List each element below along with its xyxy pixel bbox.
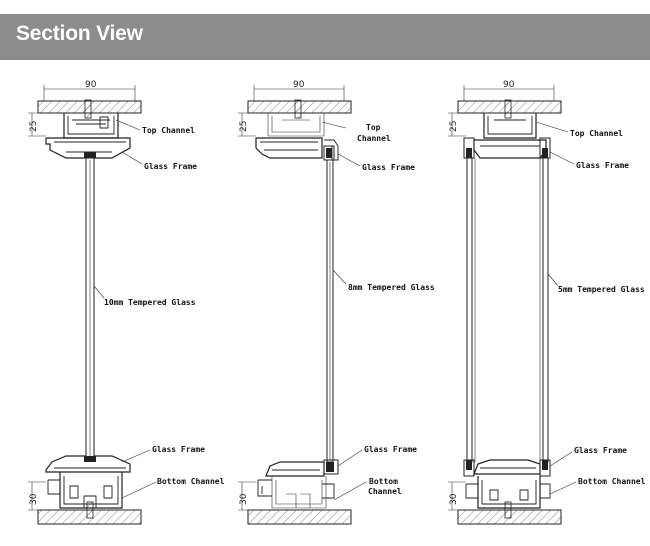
dim-width: 90 (293, 80, 305, 90)
label-bottom-channel-2: Channel (368, 487, 402, 496)
top-channel (473, 113, 547, 159)
label-glass-frame-top: Glass Frame (362, 163, 415, 172)
anchor-icon (504, 501, 512, 519)
page-title: Section View (16, 22, 143, 45)
label-top-channel: Top Channel (570, 129, 623, 138)
glass-pane-5mm (466, 157, 549, 463)
glass-frame-top (323, 145, 335, 161)
label-bottom-channel-1: Bottom (369, 477, 398, 486)
label-top-channel-2: Channel (357, 134, 391, 143)
label-bottom-channel: Bottom Channel (157, 477, 225, 486)
bottom-channel (257, 476, 335, 509)
label-bottom-channel: Bottom Channel (578, 477, 646, 486)
label-glass-frame-top: Glass Frame (144, 162, 197, 171)
glass-pane-10mm (85, 157, 95, 459)
dim-top: 25 (239, 121, 249, 132)
dim-top: 25 (449, 121, 459, 132)
label-glass-frame-bottom: Glass Frame (574, 446, 627, 455)
screw-icon (84, 99, 92, 119)
label-top-channel: Top Channel (142, 126, 195, 135)
label-glass: 10mm Tempered Glass (104, 298, 196, 307)
floor (247, 509, 352, 525)
anchor-icon (86, 501, 94, 519)
section-header: Section View (0, 14, 650, 60)
top-channel (255, 113, 339, 161)
label-glass-frame-bottom: Glass Frame (152, 445, 205, 454)
section-5mm: 90 25 (448, 80, 646, 525)
label-top-channel-1: Top (366, 123, 381, 132)
glass-frame-top (45, 137, 131, 159)
glass-frame-bottom (45, 455, 131, 473)
screw-icon (504, 99, 512, 119)
label-glass: 8mm Tempered Glass (348, 283, 435, 292)
dim-bottom: 30 (449, 493, 459, 505)
label-glass: 5mm Tempered Glass (558, 285, 645, 294)
dim-bottom: 30 (29, 493, 39, 505)
label-glass-frame-top: Glass Frame (576, 161, 629, 170)
label-glass-frame-bottom: Glass Frame (364, 445, 417, 454)
glass-frame-top (463, 137, 551, 159)
dim-width: 90 (85, 80, 97, 90)
bottom-channel (47, 472, 123, 509)
dim-width: 90 (503, 80, 515, 90)
dim-top: 25 (29, 121, 39, 132)
section-8mm: 90 25 (238, 80, 435, 525)
glass-frame-bottom (463, 459, 551, 477)
glass-pane-8mm (326, 159, 334, 463)
glass-frame-bottom (265, 459, 339, 477)
screw-icon (294, 99, 302, 119)
dim-bottom: 30 (239, 493, 249, 505)
section-10mm: 90 25 (28, 80, 225, 525)
